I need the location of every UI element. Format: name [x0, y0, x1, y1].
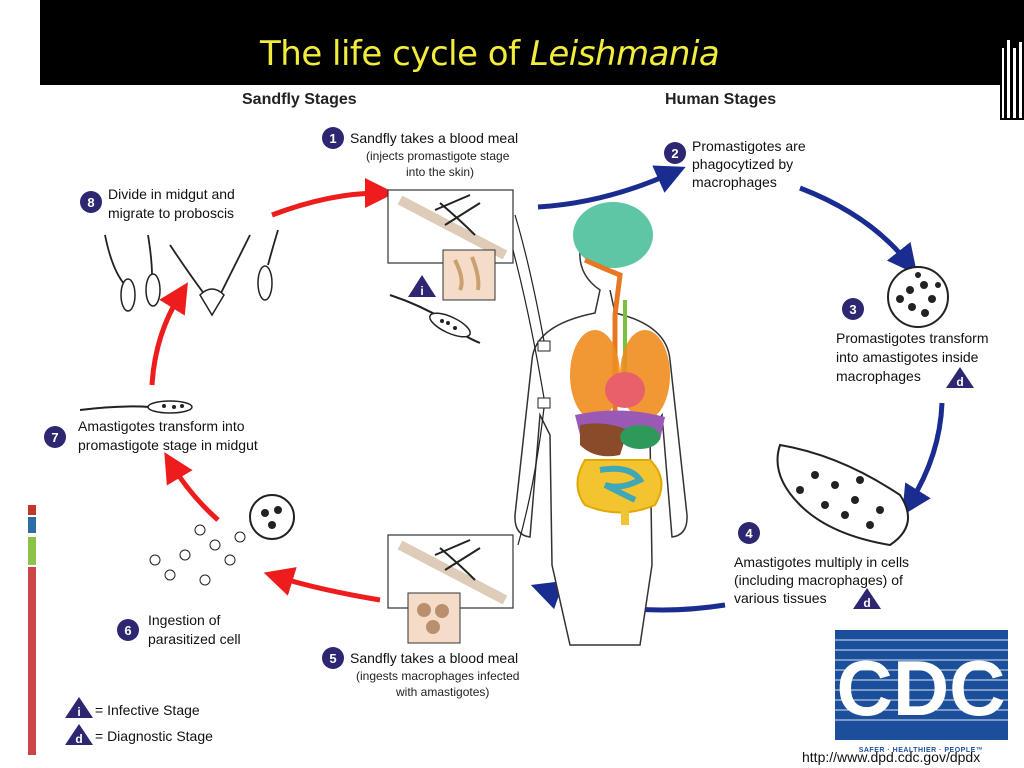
step-badge: [80, 191, 102, 213]
step-badge: [44, 426, 66, 448]
arrow-7-to-8: [149, 282, 188, 386]
sandfly-illustration-bottom: [387, 534, 514, 644]
promastigote-illustration-1: [389, 294, 481, 344]
arrow-8-to-1: [271, 178, 395, 218]
arrow-5-to-6: [263, 567, 381, 603]
infected-cell-illustration: [776, 443, 909, 547]
step-text: into amastigotes inside: [836, 349, 979, 365]
step-text: Ingestion of: [148, 612, 220, 628]
step-badge: [322, 127, 344, 149]
step-number: 8: [87, 195, 94, 210]
svg-text:d: d: [75, 732, 82, 746]
step-subtext: with amastigotes): [395, 685, 489, 699]
step-text: Promastigotes transform: [836, 330, 989, 346]
legend-infective-label: = Infective Stage: [95, 702, 200, 718]
step-3: 3 Promastigotes transform into amastigot…: [836, 298, 989, 384]
step-text: macrophages: [692, 174, 777, 190]
step-text: Sandfly takes a blood meal: [350, 650, 518, 666]
svg-text:i: i: [420, 284, 423, 298]
step-number: 4: [745, 526, 753, 541]
step-text: parasitized cell: [148, 631, 241, 647]
legend: i = Infective Stage d = Diagnostic Stage: [65, 697, 213, 746]
step-number: 3: [849, 302, 856, 317]
arrow-3-to-4: [902, 402, 945, 516]
step-number: 1: [329, 131, 336, 146]
human-body-illustration: [512, 202, 688, 646]
step-badge: [322, 647, 344, 669]
step-6: 6 Ingestion of parasitized cell: [117, 612, 241, 647]
step-text: migrate to proboscis: [108, 205, 234, 221]
step-subtext: into the skin): [406, 165, 474, 179]
step-text: Promastigotes are: [692, 138, 806, 154]
step-7: 7 Amastigotes transform into promastigot…: [44, 418, 258, 453]
arrow-2-to-3: [799, 185, 918, 275]
infective-stage-marker: i: [408, 275, 436, 298]
header-human-stages: Human Stages: [665, 91, 776, 108]
step-text: various tissues: [734, 590, 827, 606]
diagnostic-stage-marker: d: [853, 588, 881, 610]
svg-text:i: i: [77, 705, 80, 719]
step-text: phagocytized by: [692, 156, 793, 172]
step-number: 5: [329, 651, 336, 666]
arrow-6-to-7: [164, 452, 220, 522]
step-number: 6: [124, 623, 131, 638]
cdc-letters: CDC: [837, 644, 1006, 732]
arrow-1-to-2: [537, 165, 686, 210]
svg-text:d: d: [956, 375, 963, 389]
step-subtext: (injects promastigote stage: [366, 149, 510, 163]
step-text: macrophages: [836, 368, 921, 384]
legend-diagnostic-label: = Diagnostic Stage: [95, 728, 213, 744]
step-text: promastigote stage in midgut: [78, 437, 258, 453]
macrophage-illustration: [887, 266, 949, 328]
step-2: 2 Promastigotes are phagocytized by macr…: [664, 138, 806, 190]
legend-diagnostic: d = Diagnostic Stage: [65, 724, 213, 746]
step-1: 1 Sandfly takes a blood meal (injects pr…: [322, 127, 518, 179]
step-badge: [117, 619, 139, 641]
step-text: Amastigotes multiply in cells: [734, 554, 909, 570]
source-url[interactable]: http://www.dpd.cdc.gov/dpdx: [802, 749, 981, 765]
step-text: (including macrophages) of: [734, 572, 903, 588]
promastigotes-dividing-illustration: [104, 229, 279, 317]
step-subtext: (ingests macrophages infected: [356, 669, 519, 683]
step-4: 4 Amastigotes multiply in cells (includi…: [734, 522, 909, 606]
header-sandfly-stages: Sandfly Stages: [242, 91, 357, 108]
promastigote-illustration-7: [79, 400, 193, 414]
decorative-bars-top: [1000, 20, 1024, 120]
step-8: 8 Divide in midgut and migrate to probos…: [80, 186, 235, 221]
title-bar: [40, 0, 1024, 85]
step-text: Divide in midgut and: [108, 186, 235, 202]
step-badge: [842, 298, 864, 320]
step-text: Amastigotes transform into: [78, 418, 245, 434]
decorative-bars-left: [28, 505, 36, 755]
diagnostic-stage-marker: d: [946, 367, 974, 389]
parasitized-cell-illustration: [149, 494, 295, 586]
life-cycle-diagram: Sandfly Stages Human Stages 1 Sandfly ta…: [44, 91, 1008, 754]
sandfly-illustration-top: [387, 189, 514, 301]
step-number: 7: [51, 430, 58, 445]
cdc-logo: CDC SAFER · HEALTHIER · PEOPLE™: [835, 630, 1008, 754]
step-5: 5 Sandfly takes a blood meal (ingests ma…: [322, 647, 519, 699]
step-badge: [664, 142, 686, 164]
legend-infective: i = Infective Stage: [65, 697, 200, 719]
step-badge: [738, 522, 760, 544]
step-number: 2: [671, 146, 678, 161]
step-text: Sandfly takes a blood meal: [350, 130, 518, 146]
cdc-tagline: SAFER · HEALTHIER · PEOPLE™: [859, 747, 984, 754]
slide-title: The life cycle of Leishmania: [260, 34, 720, 74]
svg-text:d: d: [863, 596, 870, 610]
